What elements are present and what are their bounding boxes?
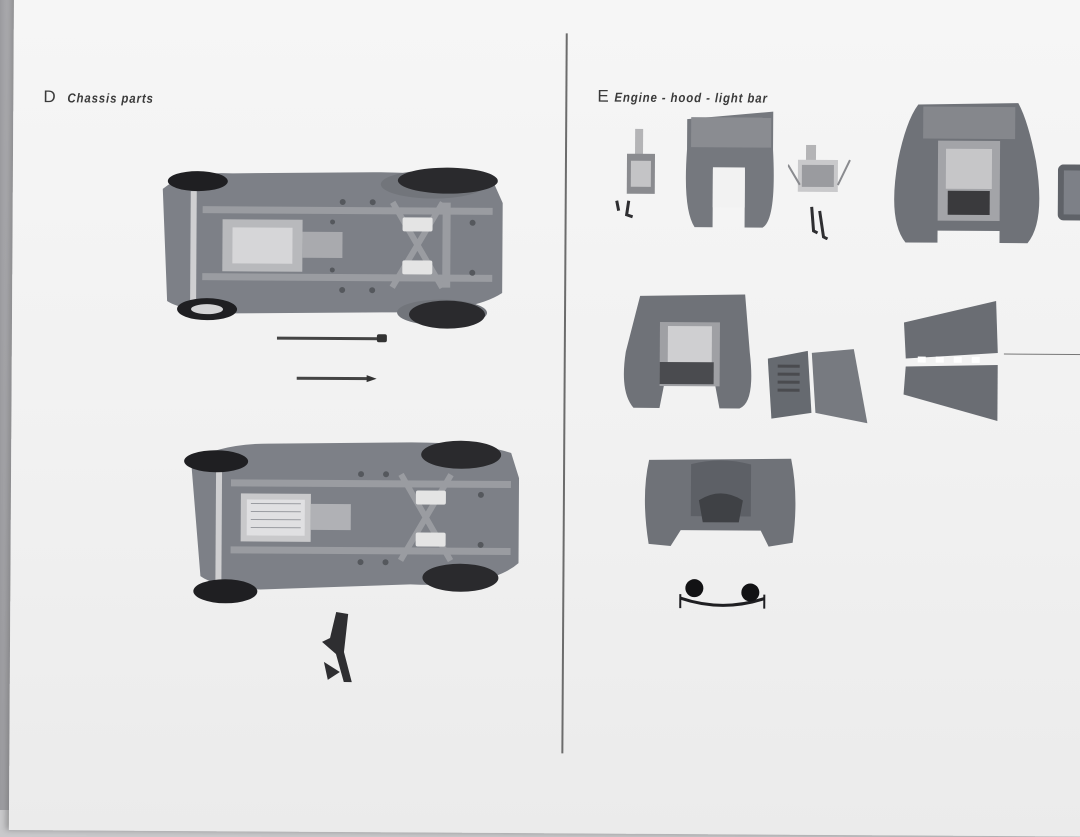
instruction-page: D Chassis parts E Engine - hood - light … bbox=[9, 0, 1080, 837]
engine-part bbox=[787, 145, 853, 240]
column-divider bbox=[561, 33, 567, 753]
hood-front-grille-part bbox=[641, 456, 802, 552]
hood-engine-assembly-part bbox=[887, 100, 1048, 249]
section-d-header: D Chassis parts bbox=[43, 87, 166, 108]
section-e-title: Engine - hood - light bar bbox=[615, 90, 769, 106]
chassis-underside-bottom-illustration bbox=[160, 431, 531, 608]
chassis-underside-top-illustration bbox=[142, 161, 513, 338]
grille-part bbox=[1058, 164, 1080, 224]
hood-frame-part bbox=[683, 109, 779, 232]
engine-small-part bbox=[613, 129, 666, 219]
leader-line bbox=[1004, 351, 1080, 358]
section-d-title: Chassis parts bbox=[68, 90, 155, 106]
small-rod-part bbox=[297, 373, 377, 385]
hood-with-engine-part bbox=[619, 292, 755, 413]
section-e-letter: E bbox=[597, 87, 608, 107]
section-d-letter: D bbox=[43, 87, 55, 107]
drive-shaft-rod-part bbox=[277, 332, 392, 347]
light-bar-part bbox=[672, 574, 772, 619]
hood-top-panels-part bbox=[901, 300, 1002, 426]
bracket-part bbox=[318, 612, 358, 684]
section-e-header: E Engine - hood - light bar bbox=[597, 87, 789, 108]
hood-side-panels-part bbox=[767, 347, 872, 428]
